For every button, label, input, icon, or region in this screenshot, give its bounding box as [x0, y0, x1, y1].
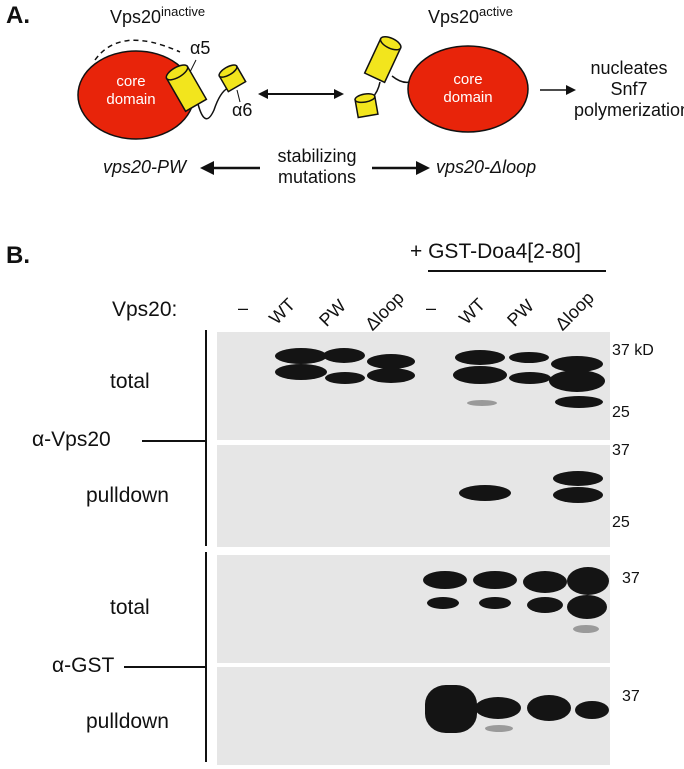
gst-header-line	[428, 270, 606, 272]
dashed-loop-arc	[94, 39, 181, 61]
band	[555, 396, 603, 408]
blot-label-gst-pulldown: pulldown	[86, 710, 169, 733]
active-core-label: core domain	[443, 71, 493, 106]
blot-vps20-total	[217, 332, 610, 440]
active-core-domain	[407, 45, 529, 133]
stabilizing-mutations-label: stabilizing mutations	[277, 146, 357, 187]
lane-label-1: –	[238, 298, 249, 318]
band	[509, 352, 549, 363]
band	[323, 348, 365, 363]
band	[553, 487, 603, 503]
alpha6-label: α6	[232, 100, 253, 120]
vps20-bracket-line	[205, 330, 207, 546]
band	[427, 597, 459, 609]
band	[551, 356, 603, 372]
panel-a-diagram	[77, 36, 576, 175]
band	[573, 625, 599, 633]
band	[459, 485, 511, 501]
band	[523, 571, 567, 593]
linker-active-core	[391, 75, 411, 84]
band	[553, 471, 603, 486]
lane-label-5: –	[426, 298, 437, 318]
helix-alpha5-active	[363, 36, 402, 84]
helix-alpha6-active	[354, 93, 379, 119]
nucleates-text: nucleates Snf7 polymerization	[574, 58, 684, 120]
antibody-vps20-tick	[142, 440, 205, 442]
mw-marker: 37	[622, 688, 640, 705]
band	[367, 368, 415, 383]
band	[473, 571, 517, 589]
band	[275, 364, 327, 380]
helix-alpha6-inactive	[218, 64, 247, 93]
band	[475, 697, 521, 719]
blot-label-gst-total: total	[110, 596, 150, 619]
band	[275, 348, 327, 364]
lane-label-7: PW	[503, 295, 538, 331]
band	[467, 400, 497, 406]
band	[567, 595, 607, 619]
blot-label-vps20-total: total	[110, 370, 150, 393]
mw-marker: 25	[612, 404, 630, 421]
blot-label-vps20-pulldown: pulldown	[86, 484, 169, 507]
mutant-dloop-label: vps20-Δloop	[436, 157, 537, 177]
gst-header: + GST-Doa4[2-80]	[410, 240, 582, 263]
helix-alpha5-inactive	[165, 64, 208, 113]
gst-bracket-line	[205, 552, 207, 762]
antibody-gst-tick	[124, 666, 205, 668]
band	[527, 597, 563, 613]
linker-inactive	[197, 87, 229, 120]
band	[549, 370, 605, 392]
lane-label-8: Δloop	[551, 287, 598, 335]
panel-a-label: A.	[6, 2, 30, 29]
mw-marker: 37	[622, 570, 640, 587]
mutant-pw-label: vps20-PW	[103, 157, 187, 177]
panel-b-label: B.	[6, 242, 30, 269]
vps20-inactive-title: Vps20inactive	[110, 4, 206, 27]
mw-marker: 37 kD	[612, 342, 654, 359]
lane-label-2: WT	[265, 294, 300, 329]
mw-marker: 37	[612, 442, 630, 459]
vps20-active-title: Vps20active	[428, 4, 514, 27]
alpha5-label: α5	[190, 38, 211, 58]
band	[479, 597, 511, 609]
band	[455, 350, 505, 365]
antibody-vps20-label: α-Vps20	[32, 428, 111, 451]
band	[325, 372, 365, 384]
blot-gst-pulldown	[217, 667, 610, 765]
band	[527, 695, 571, 721]
band	[367, 354, 415, 369]
band	[423, 571, 467, 589]
band	[575, 701, 609, 719]
lane-label-4: Δloop	[361, 287, 408, 335]
blot-gst-total	[217, 555, 610, 663]
antibody-gst-label: α-GST	[52, 654, 115, 677]
mw-marker: 25	[612, 514, 630, 531]
lane-label-6: WT	[455, 294, 490, 329]
band	[425, 685, 477, 733]
band	[485, 725, 513, 732]
band	[453, 366, 507, 384]
blot-vps20-pulldown	[217, 445, 610, 547]
band	[567, 567, 609, 595]
vps20-row-label: Vps20:	[112, 298, 178, 321]
inactive-core-label: core domain	[106, 73, 156, 108]
lane-label-3: PW	[315, 295, 350, 331]
band	[509, 372, 551, 384]
